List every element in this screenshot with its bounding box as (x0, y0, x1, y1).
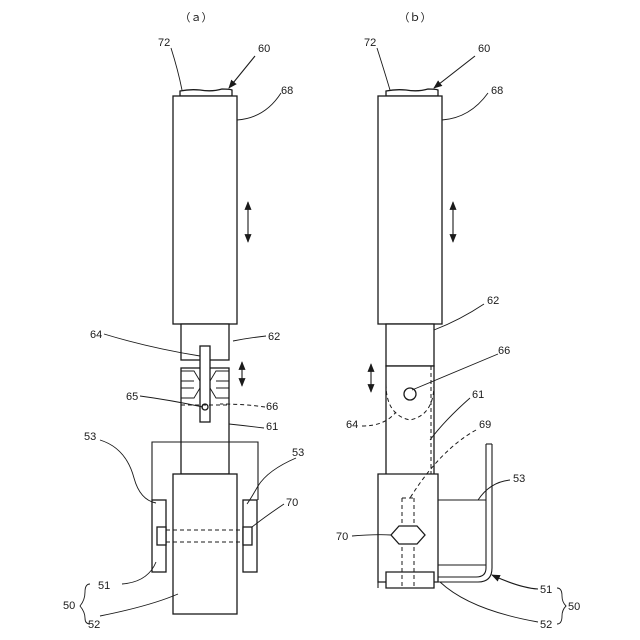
label-a-60: 60 (258, 43, 270, 55)
part-72-cap (386, 89, 438, 96)
part-53-bracket-outer (438, 444, 492, 582)
label-a-61: 61 (266, 421, 278, 433)
part-66-shaft (404, 388, 416, 400)
label-a-51: 51 (98, 580, 110, 592)
label-a-64: 64 (90, 329, 102, 341)
leader-a-52 (100, 594, 178, 616)
brace-a-50 (80, 584, 90, 624)
leader-b-60 (434, 56, 475, 88)
label-b-50: 50 (568, 601, 580, 613)
part-51-right-pad (243, 527, 252, 545)
leader-b-53 (478, 480, 510, 500)
label-a-53-right: 53 (292, 447, 304, 459)
label-a-65: 65 (126, 391, 138, 403)
label-b-64: 64 (346, 419, 358, 431)
leader-a-61 (229, 424, 264, 428)
view-b: （ｂ） (336, 11, 580, 631)
leader-b-51 (492, 575, 538, 589)
label-a-68: 68 (281, 85, 293, 97)
view-a-caption: （ａ） (180, 11, 213, 24)
leader-b-52 (440, 582, 538, 622)
label-a-52: 52 (88, 619, 100, 631)
leader-a-62 (233, 336, 266, 341)
part-52-pole-bottom (386, 572, 434, 588)
label-b-61: 61 (472, 389, 484, 401)
label-b-60: 60 (478, 43, 490, 55)
part-52-pole (173, 474, 237, 614)
label-a-72: 72 (158, 37, 170, 49)
part-68-cylinder (378, 96, 442, 324)
view-b-caption: （ｂ） (399, 11, 432, 24)
part-51-left-pad (157, 527, 166, 545)
label-b-68: 68 (491, 85, 503, 97)
leader-a-51 (122, 562, 156, 584)
part-72-cap (180, 89, 232, 96)
leader-b-72 (377, 48, 390, 90)
leader-b-68 (442, 93, 488, 120)
label-b-70: 70 (336, 531, 348, 543)
part-62-rod (386, 324, 434, 366)
brace-b-50 (557, 588, 566, 624)
label-b-72: 72 (364, 37, 376, 49)
leader-b-61 (430, 398, 470, 440)
part-70-hex-nut (391, 526, 425, 544)
leader-a-68 (237, 93, 281, 120)
label-b-62: 62 (487, 295, 499, 307)
label-a-50: 50 (63, 600, 75, 612)
label-b-52: 52 (540, 619, 552, 631)
label-a-66: 66 (266, 401, 278, 413)
label-b-51: 51 (540, 584, 552, 596)
leader-a-72 (171, 48, 182, 90)
label-b-69: 69 (479, 419, 491, 431)
view-a: （ａ） (63, 11, 304, 631)
label-a-53-left: 53 (84, 431, 96, 443)
leader-a-60 (229, 56, 255, 88)
label-b-53: 53 (513, 473, 525, 485)
label-b-66: 66 (498, 345, 510, 357)
label-a-70: 70 (286, 497, 298, 509)
leader-a-53-left (100, 440, 156, 503)
label-a-62: 62 (268, 331, 280, 343)
part-68-cylinder (173, 96, 237, 324)
